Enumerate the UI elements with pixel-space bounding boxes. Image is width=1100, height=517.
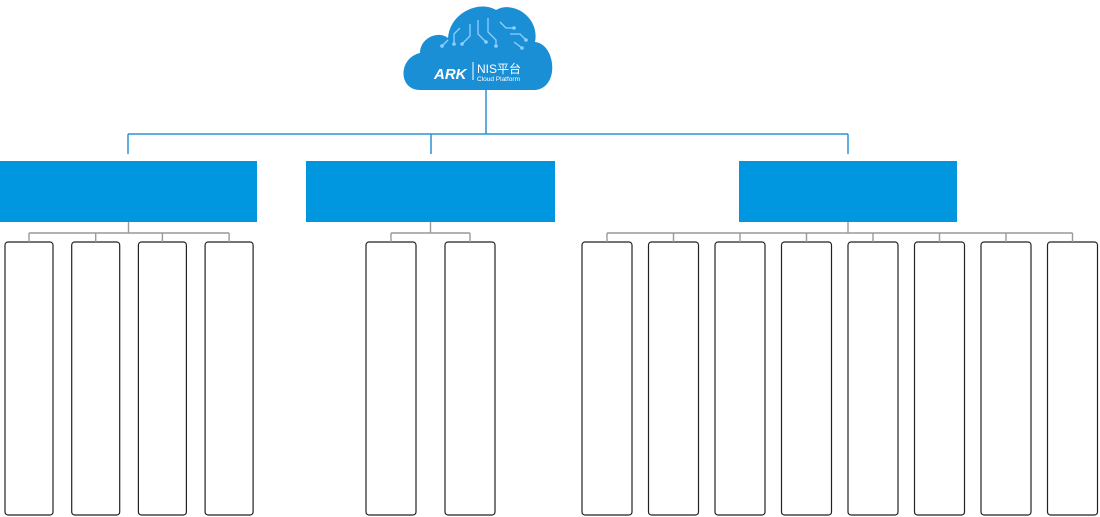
logo-title: NIS平台 — [477, 61, 521, 76]
leaf-box — [365, 241, 417, 516]
root-connectors — [127, 90, 849, 154]
leaf-box — [204, 241, 254, 516]
branch-group — [581, 161, 1099, 516]
circuit-pattern — [441, 18, 527, 49]
leaf-box — [71, 241, 121, 516]
leaf-box — [647, 241, 700, 516]
branch-box — [739, 161, 957, 222]
leaf-box — [444, 241, 496, 516]
branches — [0, 161, 1099, 516]
leaf-connectors — [390, 222, 471, 242]
leaf-box — [780, 241, 833, 516]
leaf-box — [847, 241, 899, 516]
cloud-logo: ARK NIS平台 Cloud Platform — [403, 6, 553, 90]
leaf-box — [137, 241, 187, 516]
branch-group — [0, 161, 257, 516]
leaf-box — [581, 241, 633, 516]
branch-box — [0, 161, 257, 222]
leaf-box — [980, 241, 1032, 516]
branch-box — [306, 161, 555, 222]
leaf-box — [913, 241, 966, 516]
leaf-box — [1046, 241, 1099, 516]
leaf-connectors — [28, 222, 230, 242]
leaf-box — [714, 241, 766, 516]
leaf-connectors — [606, 222, 1074, 242]
circuit-nodes — [440, 26, 528, 50]
branch-group — [306, 161, 555, 516]
logo-brand: ARK — [433, 66, 468, 83]
leaf-box — [4, 241, 54, 516]
logo-subtitle: Cloud Platform — [477, 76, 520, 83]
